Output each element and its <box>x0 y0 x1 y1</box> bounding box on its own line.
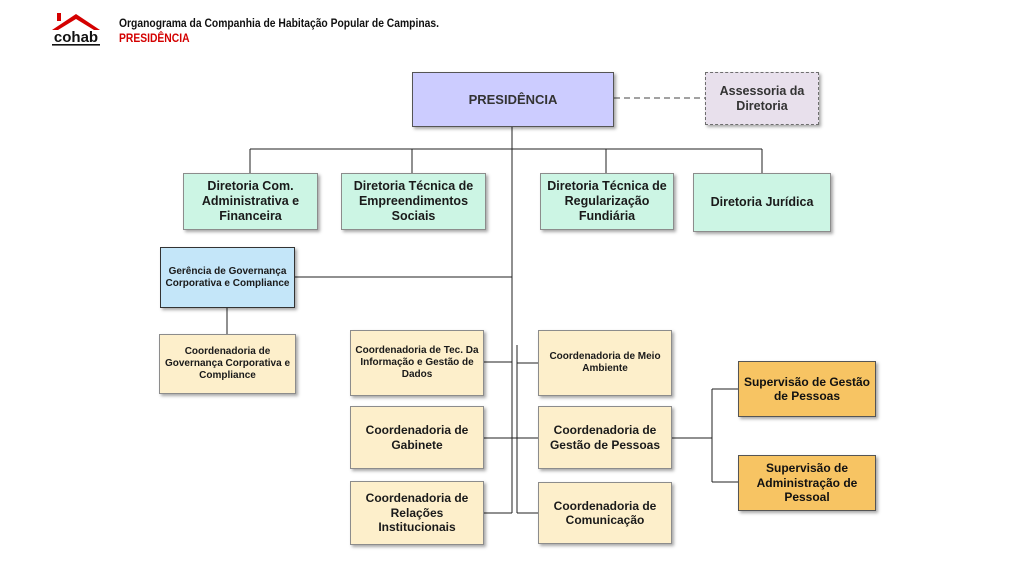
diretoria-box: Diretoria Jurídica <box>693 173 831 232</box>
coordenadoria-label: Coordenadoria de Tec. Da Informação e Ge… <box>355 345 479 380</box>
supervisao-label: Supervisão de Gestão de Pessoas <box>743 374 871 403</box>
coordenadoria-label: Coordenadoria de Gestão de Pessoas <box>549 423 661 452</box>
header-title: Organograma da Companhia de Habitação Po… <box>119 16 440 30</box>
header-subtitle: PRESIDÊNCIA <box>119 31 190 45</box>
diretoria-box: Diretoria Técnica de Empreendimentos Soc… <box>341 173 486 230</box>
svg-text:cohab: cohab <box>54 29 98 46</box>
coordenadoria-box: Coordenadoria de Gestão de Pessoas <box>538 406 672 469</box>
assessoria-box: Assessoria da Diretoria <box>705 72 819 125</box>
supervisao-box: Supervisão de Gestão de Pessoas <box>738 361 876 417</box>
gerencia-label: Gerência de Governança Corporativa e Com… <box>165 265 290 289</box>
coordenadoria-label: Coordenadoria de Comunicação <box>553 498 657 527</box>
diretoria-label: Diretoria Técnica de Regularização Fundi… <box>547 179 667 223</box>
coordenadoria-box: Coordenadoria de Gabinete <box>350 406 484 469</box>
coordenadoria-box: Coordenadoria de Tec. Da Informação e Ge… <box>350 330 484 396</box>
diretoria-box: Diretoria Com. Administrativa e Financei… <box>183 173 318 230</box>
supervisao-label: Supervisão de Administração de Pessoal <box>756 461 858 505</box>
coordenadoria-label: Coordenadoria de Gabinete <box>365 423 469 452</box>
cohab-logo: cohab <box>52 13 100 46</box>
coordenadoria-box: Coordenadoria de Governança Corporativa … <box>159 334 296 394</box>
coordenadoria-box: Coordenadoria de Meio Ambiente <box>538 330 672 396</box>
coordenadoria-box: Coordenadoria de Relações Institucionais <box>350 481 484 545</box>
coordenadoria-label: Coordenadoria de Meio Ambiente <box>549 351 661 374</box>
diretoria-label: Diretoria Com. Administrativa e Financei… <box>201 179 300 223</box>
diretoria-box: Diretoria Técnica de Regularização Fundi… <box>540 173 674 230</box>
coordenadoria-label: Coordenadoria de Governança Corporativa … <box>164 346 291 381</box>
presidencia-label: PRESIDÊNCIA <box>468 91 558 107</box>
diretoria-label: Diretoria Jurídica <box>710 195 814 209</box>
assessoria-label: Assessoria da Diretoria <box>719 83 805 113</box>
supervisao-box: Supervisão de Administração de Pessoal <box>738 455 876 511</box>
diretoria-label: Diretoria Técnica de Empreendimentos Soc… <box>353 179 474 223</box>
gerencia-box: Gerência de Governança Corporativa e Com… <box>160 247 295 308</box>
coordenadoria-box: Coordenadoria de Comunicação <box>538 482 672 544</box>
coordenadoria-label: Coordenadoria de Relações Institucionais <box>365 491 469 535</box>
presidencia-box: PRESIDÊNCIA <box>412 72 614 127</box>
